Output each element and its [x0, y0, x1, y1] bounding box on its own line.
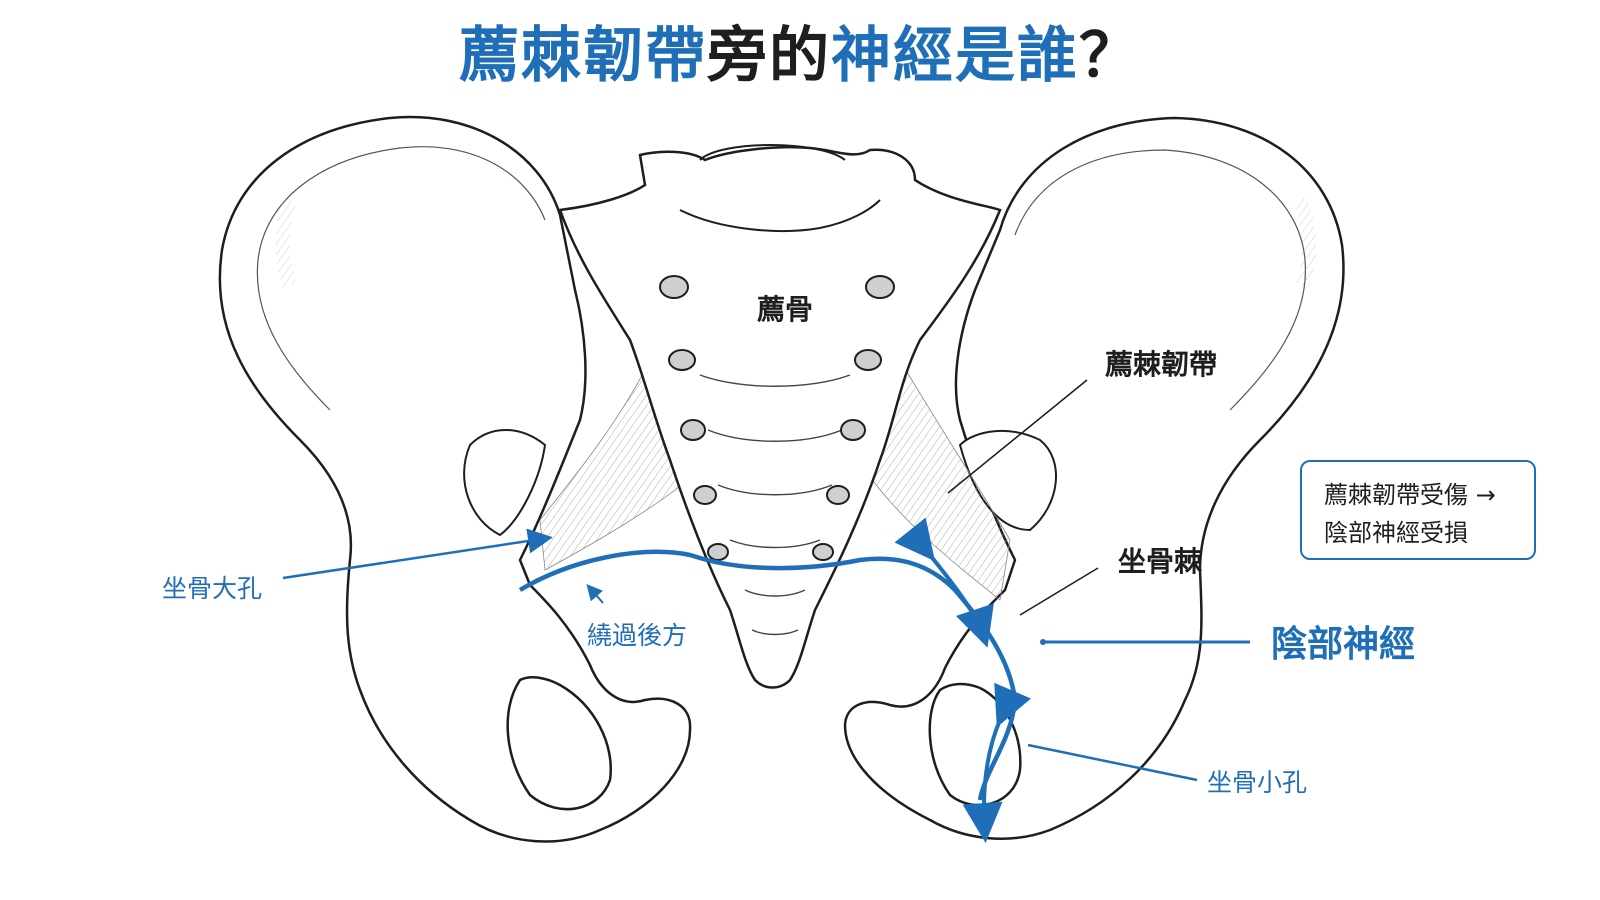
label-passes-behind: 繞過後方	[587, 621, 688, 650]
leader-pudendal-nerve-dot	[1040, 639, 1046, 645]
label-lesser-sciatic-foramen: 坐骨小孔	[1207, 768, 1308, 797]
left-hip-bone	[218, 115, 692, 843]
note-line-1: 薦棘韌帶受傷 →	[1324, 481, 1496, 509]
title-part-nerve: 神經是誰	[831, 21, 1079, 91]
title-question-mark: ？	[1079, 21, 1141, 91]
leader-lesser-sciatic-foramen	[1027, 743, 1198, 782]
label-greater-sciatic-foramen: 坐骨大孔	[162, 574, 263, 603]
leader-passes-behind	[586, 583, 604, 604]
label-ischial-spine: 坐骨棘	[1118, 545, 1203, 578]
note-box: 薦棘韌帶受傷 → 陰部神經受損	[1300, 460, 1536, 560]
label-sacrospinous-ligament: 薦棘韌帶	[1105, 348, 1218, 381]
title-part-beside: 旁的	[707, 21, 831, 91]
leader-sacrospinous-ligament	[947, 379, 1088, 494]
leader-greater-sciatic-foramen	[282, 528, 553, 580]
label-pudendal-nerve: 陰部神經	[1271, 624, 1416, 665]
label-sacrum: 薦骨	[757, 293, 814, 326]
page-title: 薦棘韌帶旁的神經是誰？	[0, 14, 1600, 98]
note-line-2: 陰部神經受損	[1324, 519, 1468, 547]
pudendal-nerve-path	[518, 517, 1031, 843]
leader-ischial-spine	[1019, 567, 1099, 616]
sacrum-bone	[558, 144, 1002, 689]
title-part-ligament: 薦棘韌帶	[459, 21, 707, 91]
